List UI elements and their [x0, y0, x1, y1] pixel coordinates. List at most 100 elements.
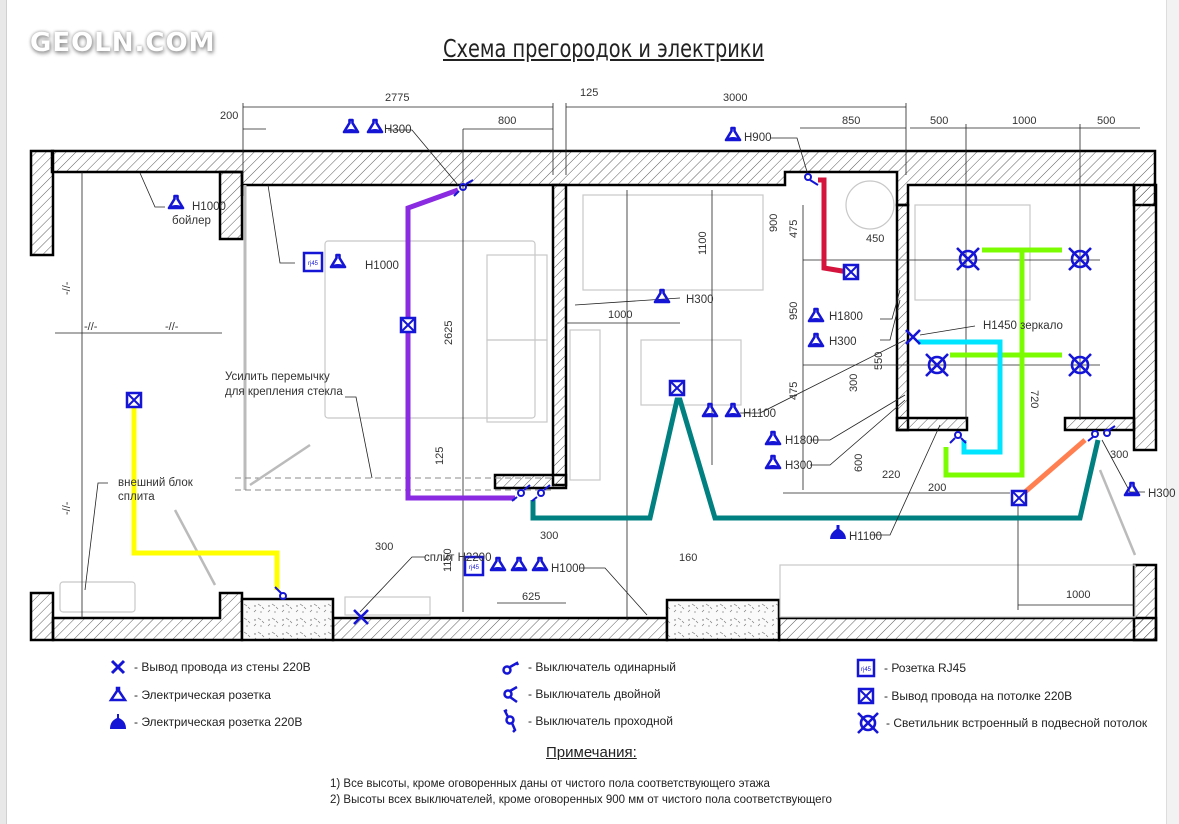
page-frame-right — [1166, 0, 1179, 824]
coffee-table — [640, 339, 742, 406]
dim-800: 800 — [498, 115, 516, 127]
wire-purple — [405, 187, 515, 501]
dim-200: 200 — [928, 482, 946, 494]
dim-2775: 2775 — [385, 92, 409, 104]
label-h1000: H1000 — [192, 201, 226, 213]
legend-item: - Электрическая розетка 220В — [108, 713, 302, 731]
dim-300: 300 — [1110, 449, 1128, 461]
dim-ditto: -//- — [165, 321, 179, 333]
wires — [131, 177, 1101, 590]
switch-single-icon — [1103, 425, 1116, 437]
dim-125: 125 — [434, 447, 446, 465]
dim-500: 500 — [930, 115, 948, 127]
label-h300: H300 — [785, 460, 813, 472]
legend-label: - Электрическая розетка 220В — [134, 715, 303, 729]
socket-icon — [167, 194, 185, 210]
ceiling-outlet-icon — [668, 379, 686, 397]
legend-item: - Выключатель одинарный — [500, 658, 676, 676]
watermark: GEOLN.COM — [30, 28, 216, 58]
ceiling-outlet-icon — [399, 316, 417, 334]
socket-icon — [366, 118, 384, 134]
rj45-glyph: rj45 — [861, 667, 872, 673]
dim-500: 500 — [1097, 115, 1115, 127]
switch-passthrough-icon — [453, 179, 474, 197]
dim-2625: 2625 — [443, 321, 455, 345]
socket-icon — [724, 126, 742, 142]
page-frame-left — [0, 0, 7, 824]
socket-220v-icon — [110, 714, 126, 729]
dim-3000: 3000 — [723, 92, 747, 104]
dim-475: 475 — [788, 220, 800, 238]
dim-1100: 1100 — [697, 231, 709, 255]
dim-720: 720 — [1028, 390, 1040, 408]
label-boiler: бойлер — [172, 215, 211, 227]
recessed-light-icon — [924, 352, 950, 378]
wire-red — [818, 177, 849, 275]
dim-950: 950 — [788, 302, 800, 320]
dim-475: 475 — [788, 382, 800, 400]
label-h1000: H1000 — [365, 260, 399, 272]
label-reinforce: для крепления стекла — [225, 386, 343, 398]
note-1: 1) Все высоты, кроме оговоренных даны от… — [330, 778, 770, 790]
wire-green-top — [943, 247, 1062, 478]
dim-1000: 1000 — [1066, 589, 1090, 601]
dim-ditto: -//- — [61, 501, 73, 515]
pillow — [486, 339, 548, 423]
label-h300: H300 — [686, 294, 714, 306]
socket-icon — [653, 288, 671, 304]
walls — [29, 149, 1158, 642]
legend-label: - Вывод провода на потолке 220В — [884, 689, 1073, 703]
dim-550: 550 — [873, 352, 885, 370]
radiator — [344, 596, 431, 616]
label-split-outdoor: сплита — [118, 491, 155, 503]
socket-icon — [108, 686, 128, 702]
dimension-lines — [55, 103, 1140, 620]
washing-machine — [845, 180, 895, 230]
socket-icon — [489, 556, 507, 572]
ceiling-outlet-icon — [857, 687, 875, 705]
dim-1150: 1150 — [442, 548, 454, 572]
socket-icon — [764, 454, 782, 470]
rj45-socket-icon: rj45 — [856, 658, 876, 678]
switch-single-icon — [502, 661, 520, 675]
socket-icon — [807, 332, 825, 348]
wire-yellow — [131, 405, 280, 590]
switch-passthrough-icon — [531, 484, 551, 502]
label-h300: H300 — [384, 124, 412, 136]
label-h1000: H1000 — [551, 563, 585, 575]
bed — [324, 240, 536, 419]
socket-icon — [807, 307, 825, 323]
socket-icon — [724, 402, 742, 418]
furniture — [59, 180, 1137, 618]
symbols — [125, 118, 1141, 626]
dim-600: 600 — [853, 454, 865, 472]
wire-cyan — [918, 339, 1003, 455]
ceiling-outlet-icon — [1010, 489, 1028, 507]
rj45-socket-icon — [302, 251, 324, 273]
label-h900: H900 — [744, 132, 772, 144]
leader-lines — [84, 129, 1145, 616]
note-2: 2) Высоты всех выключателей, кроме огово… — [330, 794, 832, 806]
sofa — [582, 194, 764, 291]
dim-160: 160 — [679, 552, 697, 564]
socket-icon — [764, 430, 782, 446]
legend-label: - Выключатель проходной — [528, 714, 673, 728]
legend-item: - Выключатель двойной — [500, 684, 661, 704]
socket-icon — [1123, 481, 1141, 497]
socket-icon — [342, 118, 360, 134]
switch-passthrough-icon — [503, 708, 517, 733]
legend-item: rj45 - Розетка RJ45 — [856, 658, 966, 678]
shelf — [569, 329, 601, 481]
wire-outlet-wall-icon — [110, 659, 126, 675]
label-h1800: H1800 — [829, 311, 863, 323]
label-mirror: H1450 зеркало — [983, 320, 1063, 332]
label-split-outdoor: внешний блок — [118, 477, 194, 489]
annotations: H300 H1000 бойлер H1000 Усилить перемычк… — [118, 124, 1176, 575]
legend-label: - Розетка RJ45 — [884, 661, 967, 675]
page-title: Схема прегородок и электрики — [443, 34, 765, 63]
dim-220: 220 — [882, 469, 900, 481]
dim-ditto: -//- — [61, 281, 73, 295]
switch-single-icon — [274, 586, 287, 600]
recessed-light-icon — [857, 712, 879, 734]
